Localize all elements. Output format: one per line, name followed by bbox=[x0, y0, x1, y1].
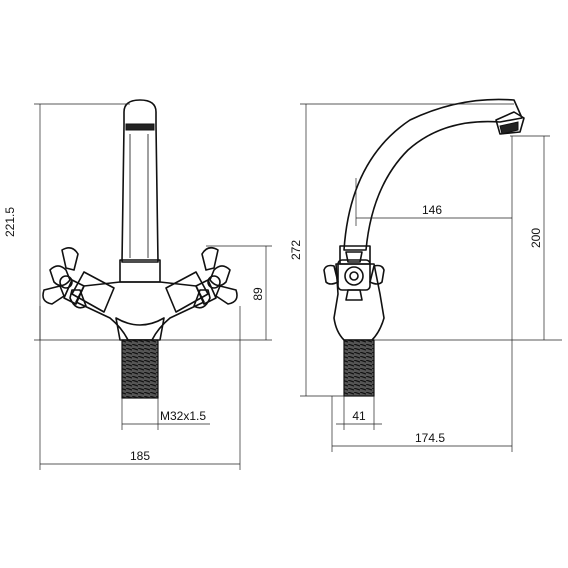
dim-thread-size-label: M32x1.5 bbox=[160, 409, 206, 423]
front-right-cross-handle bbox=[193, 246, 238, 309]
dim-side-height-label: 272 bbox=[289, 240, 303, 260]
front-left-cross-handle bbox=[42, 246, 87, 309]
front-spout-aerator bbox=[125, 123, 155, 131]
front-dimensions bbox=[34, 103, 272, 470]
side-valve-body bbox=[333, 263, 385, 341]
dim-front-height-label: 221.5 bbox=[3, 207, 17, 237]
front-view bbox=[42, 99, 238, 399]
dim-side-depth-label: 174.5 bbox=[415, 431, 445, 445]
side-threaded-shank bbox=[343, 339, 375, 397]
front-spout-collar bbox=[119, 259, 161, 283]
side-spout-tip bbox=[495, 111, 525, 135]
side-dimensions bbox=[300, 103, 562, 452]
dim-base-diameter-label: 41 bbox=[352, 409, 366, 423]
front-base-cone bbox=[115, 317, 165, 341]
side-arched-spout bbox=[343, 98, 523, 251]
dim-front-width-label: 185 bbox=[130, 449, 150, 463]
dim-spout-height-label: 200 bbox=[529, 228, 543, 248]
front-threaded-shank bbox=[121, 339, 159, 399]
front-valve-body bbox=[75, 281, 205, 341]
side-cross-handle bbox=[323, 251, 385, 301]
front-left-valve bbox=[71, 271, 115, 313]
front-right-valve bbox=[165, 271, 209, 313]
dim-handle-height-label: 89 bbox=[251, 287, 265, 301]
front-spout bbox=[121, 99, 159, 263]
dim-spout-reach-label: 146 bbox=[422, 203, 442, 217]
side-view bbox=[323, 98, 525, 397]
side-spout-aerator bbox=[499, 121, 519, 135]
